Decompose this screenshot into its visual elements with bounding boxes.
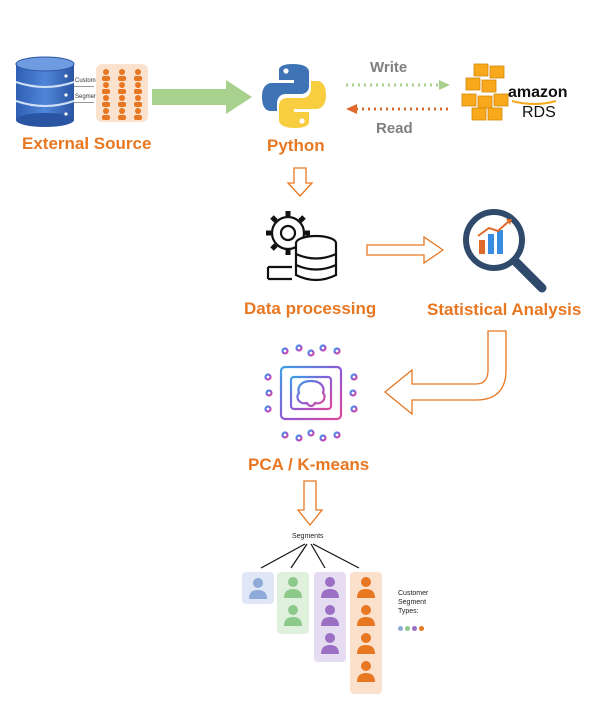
thumb-customer-label: Customer [75,78,102,84]
legend-line-3: Types: [398,608,419,615]
ai-chip-brain-icon [264,344,358,442]
external-source-label: External Source [22,134,152,153]
statistical-analysis-label: Statistical Analysis [427,300,582,319]
source-thumbnail: Customer Segment [72,64,150,122]
thumb-segment-label: Segment [75,94,100,100]
aws-smile-icon [511,100,557,105]
pca-kmeans-label: PCA / K-means [248,455,370,474]
aws-cubes-icon [461,63,509,121]
segment-column-4 [350,572,382,694]
read-arrow [346,104,450,114]
thumb-line [74,102,94,103]
read-label: Read [376,120,413,137]
statistical-analysis-icon [463,209,547,293]
segment-column-3 [314,572,346,662]
segments-branch-lines [260,543,360,569]
segments-title: Segments [292,533,324,540]
python-to-processing-arrow [286,167,314,197]
python-label: Python [267,136,325,155]
pca-to-segments-arrow [296,480,324,527]
database-icon [15,56,75,127]
legend-line-2: Segment [398,599,427,606]
aws-brand-label: amazon [508,84,568,101]
processing-to-analysis-arrow [366,235,445,265]
segment-column-2 [277,572,309,634]
data-processing-icon [266,211,338,282]
thumb-line [74,86,94,87]
source-to-python-arrow [152,80,252,114]
legend-dot-1 [398,626,403,631]
people-grid-icon [96,64,148,122]
legend-dots [398,618,458,631]
legend-dot-4 [419,626,424,631]
aws-rds-label: RDS [522,104,556,121]
write-arrow [346,80,450,90]
write-label: Write [370,59,408,76]
python-logo-icon [262,64,326,128]
legend-dot-2 [405,626,410,631]
analysis-to-pca-arrow [383,330,507,416]
data-processing-label: Data processing [244,299,377,318]
legend-dot-3 [412,626,417,631]
segments-legend: Customer Segment Types: [398,589,458,631]
segment-column-1 [242,572,274,604]
legend-line-1: Customer [398,590,429,597]
